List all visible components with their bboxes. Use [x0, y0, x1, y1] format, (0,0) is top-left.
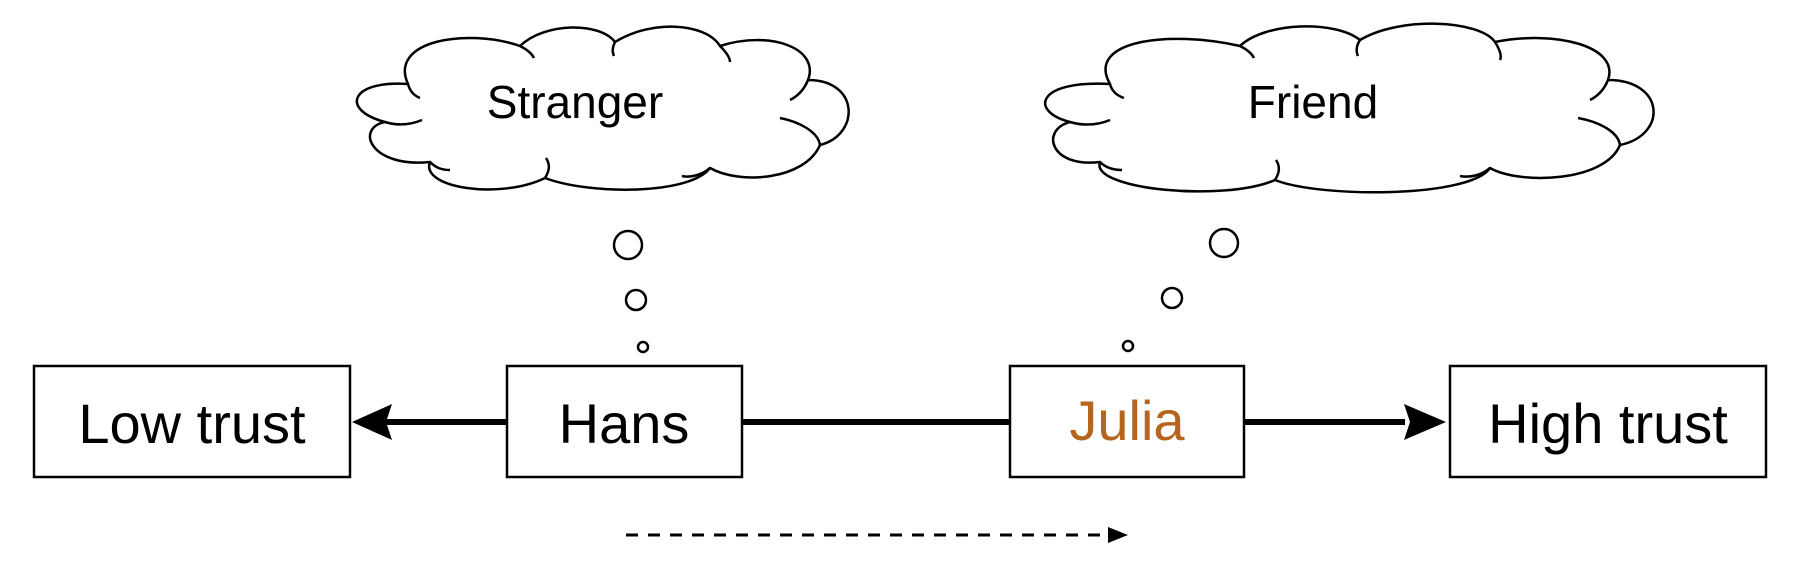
node-label-julia: Julia	[1069, 389, 1185, 452]
thought-bubble-hans: Stranger	[355, 25, 850, 354]
node-box	[505, 364, 744, 479]
node-low-trust: Low trust	[32, 364, 352, 479]
node-julia: Julia	[1008, 364, 1246, 479]
node-label-high-trust: High trust	[1488, 392, 1728, 455]
thought-dot-medium	[624, 288, 648, 312]
cloud-detail	[406, 83, 421, 100]
cloud-detail	[1589, 79, 1610, 102]
node-box	[32, 364, 352, 479]
cloud-detail	[1108, 83, 1125, 100]
node-high-trust: High trust	[1448, 364, 1768, 479]
cloud-detail	[384, 118, 423, 126]
thought-dot-large	[612, 229, 644, 261]
cloud-detail	[719, 45, 732, 63]
cloud-detail	[789, 79, 810, 102]
cloud-shape	[1044, 22, 1655, 194]
thought-label-julia: Friend	[1248, 76, 1378, 128]
thought-dot-medium	[1160, 286, 1184, 310]
thought-dot-small	[1121, 339, 1135, 353]
movement-arrow	[626, 527, 1128, 543]
cloud-detail	[1273, 159, 1281, 181]
cloud-detail	[1239, 44, 1256, 59]
node-box	[1008, 364, 1246, 479]
node-box	[1448, 364, 1768, 479]
cloud-detail	[1355, 39, 1362, 57]
cloud-detail	[611, 41, 617, 57]
dashed-arrowhead	[1108, 527, 1128, 543]
thought-dot-large	[1208, 227, 1240, 259]
left-arrowhead	[352, 404, 392, 440]
thought-bubble-julia: Friend	[1044, 22, 1655, 353]
cloud-detail	[543, 157, 551, 179]
node-label-low-trust: Low trust	[78, 392, 306, 455]
cloud-detail	[1493, 41, 1503, 61]
edge-hans-to-low-trust	[352, 404, 507, 440]
cloud-detail	[1459, 167, 1491, 178]
right-arrowhead	[1404, 404, 1446, 440]
edge-julia-to-high-trust	[1244, 404, 1446, 440]
cloud-detail	[1099, 161, 1123, 172]
cloud-detail	[519, 44, 536, 59]
cloud-detail	[681, 167, 711, 178]
node-label-hans: Hans	[559, 392, 690, 455]
cloud-detail	[1577, 116, 1622, 146]
thought-label-hans: Stranger	[487, 76, 663, 128]
cloud-detail	[1069, 118, 1111, 126]
cloud-detail	[429, 161, 451, 172]
cloud-shape	[355, 25, 850, 191]
node-hans: Hans	[505, 364, 744, 479]
cloud-detail	[779, 116, 822, 146]
thought-dot-small	[636, 340, 650, 354]
